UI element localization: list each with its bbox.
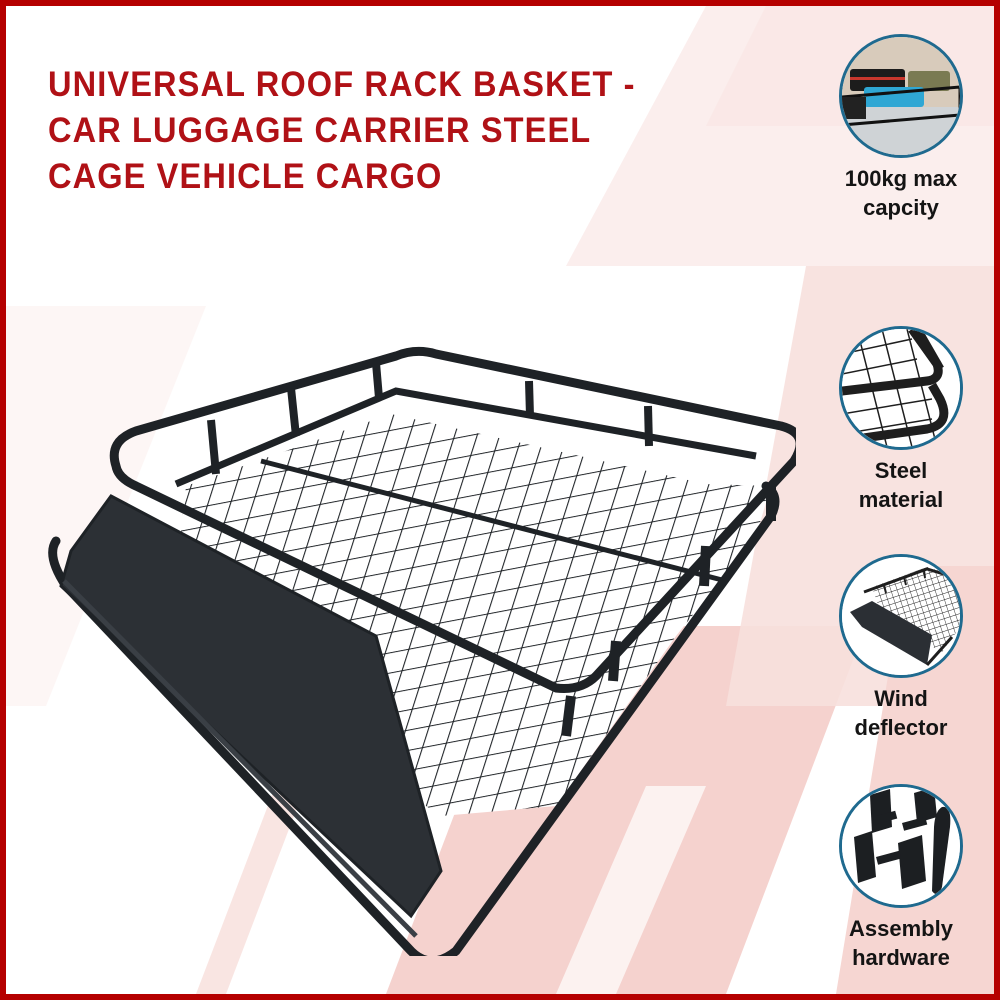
feature-capacity-label: 100kg max capcity (844, 166, 958, 220)
feature-capacity-badge (839, 34, 963, 158)
feature-hardware-label: Assembly hardware (849, 916, 953, 970)
steel-tube-corner-icon (842, 329, 960, 447)
title-line-3: CAGE VEHICLE CARGO (48, 157, 443, 196)
title-line-2: CAR LUGGAGE CARRIER STEEL (48, 111, 592, 150)
feature-material-badge (839, 326, 963, 450)
wind-deflector-icon (842, 557, 960, 675)
feature-material-label: Steel material (858, 458, 944, 512)
feature-capacity: 100kg max capcity (806, 34, 994, 222)
feature-deflector-label: Wind deflector (854, 686, 948, 740)
feature-deflector-badge (839, 554, 963, 678)
title-line-1: UNIVERSAL ROOF RACK BASKET - (48, 65, 636, 104)
feature-hardware-badge (839, 784, 963, 908)
product-title: UNIVERSAL ROOF RACK BASKET - CAR LUGGAGE… (48, 62, 643, 200)
mounting-brackets-icon (842, 787, 960, 905)
feature-deflector: Wind deflector (806, 554, 994, 742)
loaded-roof-rack-icon (842, 37, 960, 155)
roof-rack-product-image (48, 346, 796, 956)
feature-hardware: Assembly hardware (806, 784, 994, 972)
feature-material: Steel material (806, 326, 994, 514)
